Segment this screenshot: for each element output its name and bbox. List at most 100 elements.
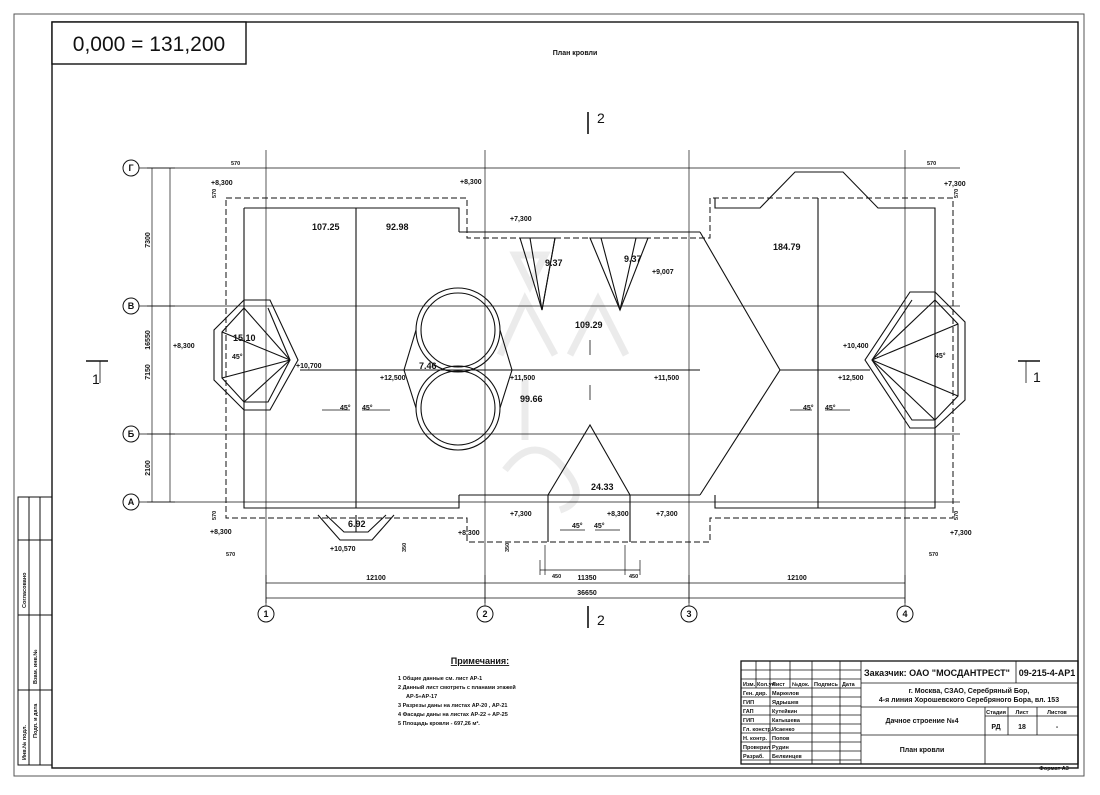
project-code: 09-215-4-АР1 [1019,668,1076,678]
dimension-label: 570 [226,552,235,558]
sheet-format: Формат А3 [1039,766,1069,772]
object-name: Дачное строение №4 [886,717,959,725]
dimension-label: 350 [402,543,408,552]
notes-heading: Примечания: [451,656,509,666]
level-mark: +7,300 [510,216,532,223]
slope-labels: 45° 45° 45° 45° 45° 45° 45° 45° [232,352,946,530]
address-line-1: г. Москва, СЗАО, Серебряный Бор, [909,687,1030,695]
dimension-label: 570 [954,189,960,198]
note-line: 2 Данный лист смотреть с планами этажей [398,684,516,691]
axis-grid [139,150,960,606]
section-mark-left: 1 [92,371,100,387]
area-label: 99.66 [520,394,543,404]
dimension-label: 570 [231,161,240,167]
dimension-label: 12100 [366,575,386,582]
level-mark: +11,500 [510,375,535,382]
area-label: 9.37 [624,254,642,264]
section-mark-right: 1 [1033,369,1041,385]
dimension-label: 450 [552,574,561,580]
level-marks: +8,300 +8,300 +7,300 +10,700 +8,300 +12,… [173,179,972,553]
tb-role: Н. контр. [743,736,767,742]
dimension-lines [147,167,906,603]
tb-header: Кол.уч [757,682,775,688]
side-stamp: Инв.№ подл. Подп. и дата Взам. инв.№ Сог… [17,496,53,766]
level-mark: +7,300 [944,181,966,188]
inner-frame [51,21,1079,769]
area-label: 92.98 [386,222,409,232]
section-mark-top: 2 [597,110,605,126]
dimension-label: 570 [927,161,936,167]
tb-role: Разраб. [743,753,764,760]
slope-label: 45° [803,404,814,412]
tb-name: Белкинцев [772,754,802,760]
dimension-label: 2100 [145,460,152,476]
axis-bubble-col [896,605,914,623]
address-line-2: 4-я линия Хорошевского Серебряного Бора,… [879,696,1059,704]
level-mark: +8,300 [211,180,233,187]
dimension-label: 7150 [145,364,152,380]
area-label: 15.10 [233,333,256,343]
note-line: 5 Площадь кровли - 697,26 м². [398,720,480,727]
area-label: 109.29 [575,320,603,330]
section-marks [86,112,1040,628]
axis-bubble-row [122,159,140,177]
tb-role: ГИП [743,700,754,706]
axis-bubble-row [122,425,140,443]
axis-bubbles: Г В Б А 1 2 3 4 [122,159,914,623]
tb-header: Изм. [743,682,756,688]
sheets-value: - [1056,724,1059,731]
tb-header: Лист [772,682,785,688]
tb-role: Гл. констр. [743,727,773,733]
area-label: 7.46 [419,361,437,371]
area-label: 9.37 [545,258,563,268]
section-mark-bottom: 2 [597,612,605,628]
tb-role: Ген. дир. [743,691,768,697]
dimension-label: 570 [954,511,960,520]
tb-name: Катышева [772,718,801,724]
slope-label: 45° [340,404,351,412]
tb-name: Рудин [772,745,789,751]
dimension-label: 350 [505,543,511,552]
tb-role: Проверил [743,745,771,751]
dimension-label: 16550 [145,330,152,350]
level-mark: +8,300 [460,179,482,186]
outer-frame [13,13,1085,777]
level-mark: +7,300 [656,511,678,518]
note-line: 3 Разрезы даны на листах АР-20 , АР-21 [398,703,507,709]
drawing-title: План кровли [553,50,598,57]
watermark-logo [496,251,630,514]
axis-label-col: 2 [482,609,487,619]
customer: Заказчик: ОАО "МОСДАНТРЕСТ" [864,668,1010,678]
tb-name: Попов [772,736,790,742]
dimension-label: 36650 [577,590,597,597]
level-mark: +7,300 [950,530,972,537]
sheet-header: Лист [1016,710,1029,716]
axis-bubble-row [122,297,140,315]
area-label: 24.33 [591,482,614,492]
notes: Примечания: 1 Общие данные см. лист АР-1… [398,656,516,727]
level-mark: +8,300 [607,511,629,518]
dimension-label: 7300 [145,232,152,248]
dimension-label: 11350 [577,575,596,582]
title-block [740,660,1079,765]
axis-label-col: 3 [686,609,691,619]
side-label-3: Взам. инв.№ [33,649,39,684]
sheet-value: 18 [1018,724,1026,731]
tb-header: Подпись [814,682,838,688]
title-block-text: Заказчик: ОАО "МОСДАНТРЕСТ" 09-215-4-АР1… [743,668,1075,772]
tb-header: №док. [792,682,810,688]
level-mark: +11,500 [654,375,679,382]
stage-header: Стадия [986,710,1006,716]
axis-label-row: Б [128,429,135,439]
tb-name: Маркелов [772,691,800,697]
slope-label: 45° [362,404,373,412]
note-line: 1 Общие данные см. лист АР-1 [398,675,482,682]
dimension-labels: 12100 11350 12100 36650 7300 16550 7150 … [145,161,960,597]
dimension-label: 12100 [787,575,807,582]
tb-role: ГАП [743,709,754,715]
tb-name: Кутейкин [772,708,797,715]
axis-bubble-col [257,605,275,623]
level-mark: +8,300 [173,343,195,350]
